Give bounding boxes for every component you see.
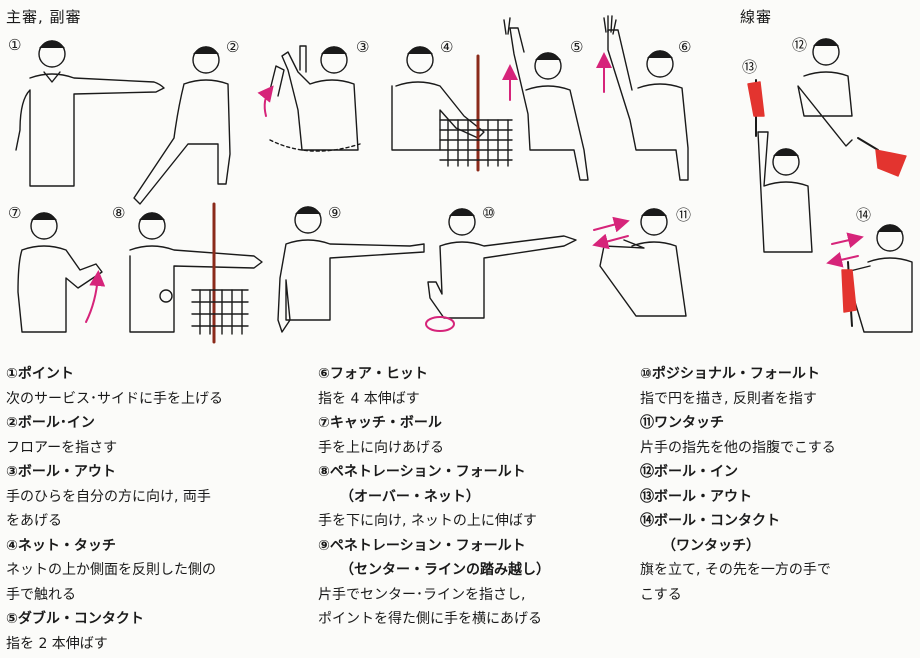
signal-description: フロアーを指さす — [6, 439, 118, 456]
line-judge-title: 線審 — [740, 8, 773, 26]
signal-heading: ⑥フォア・ヒット — [318, 366, 428, 382]
figure-number-5: ⑤ — [570, 38, 584, 56]
figure-number-11: ⑪ — [676, 206, 692, 224]
signal-heading: ⑨ペネトレーション・フォールト — [318, 537, 526, 554]
figure-11-one-touch — [592, 208, 687, 317]
signal-description: 次のサービス･サイドに手を上げる — [6, 390, 223, 407]
figure-2-ball-in — [133, 46, 231, 205]
signal-heading: ④ネット・タッチ — [6, 537, 116, 554]
signal-description: こする — [640, 586, 682, 603]
signal-description: 指を 2 本伸ばす — [6, 635, 108, 652]
signal-description: 指で円を描き, 反則者を指す — [640, 390, 817, 407]
figure-14-line-touch — [826, 224, 913, 333]
figure-4-net-touch — [391, 46, 513, 172]
signal-description: をあげる — [6, 513, 62, 529]
signal-description: 指を 4 本伸ばす — [318, 390, 420, 407]
figure-number-10: ⑩ — [482, 204, 496, 222]
figure-number-6: ⑥ — [678, 38, 692, 56]
description-column-2: ⑥フォア・ヒット指を 4 本伸ばす ⑦キャッチ・ボール手を上に向けあげる ⑧ペネトレ… — [318, 362, 550, 632]
signal-description: 片手の指先を他の指腹でこする — [640, 439, 836, 456]
signal-description: 手のひらを自分の方に向け, 両手 — [6, 488, 211, 505]
signal-heading: ①ポイント — [6, 366, 74, 382]
figure-7-catch — [17, 212, 106, 333]
signal-heading: ⑫ボール・イン — [640, 464, 738, 480]
figure-number-12: ⑫ — [792, 36, 808, 54]
signal-heading: ②ボール･イン — [6, 415, 95, 431]
description-column-3: ⑩ポジショナル・フォールト指で円を描き, 反則者を指す ⑪ワンタッチ片手の指先を他… — [640, 362, 836, 607]
figure-number-1: ① — [8, 36, 22, 54]
signal-description: 旗を立て, その先を一方の手で — [640, 562, 831, 578]
signal-heading: ⑬ボール・アウト — [640, 488, 752, 505]
figure-1-point — [15, 40, 165, 187]
figure-number-7: ⑦ — [8, 204, 22, 222]
figure-6-four-hits — [596, 15, 689, 181]
signal-description: 片手でセンター･ラインを指さし, — [318, 586, 526, 603]
figure-3-ball-out — [257, 45, 361, 152]
figure-number-14: ⑭ — [856, 206, 872, 224]
signal-heading: ⑪ワンタッチ — [640, 415, 724, 431]
signal-description: 手で触れる — [6, 586, 76, 603]
signal-description: （オーバー・ネット） — [340, 488, 480, 505]
main-referee-title: 主審, 副審 — [6, 8, 82, 26]
figure-13-line-ball-out — [747, 79, 813, 253]
signal-description: 手を下に向け, ネットの上に伸ばす — [318, 513, 537, 529]
figure-8-over-net — [129, 202, 263, 344]
description-column-1: ①ポイント次のサービス･サイドに手を上げる ②ボール･インフロアーを指さす ③ボール… — [6, 362, 223, 656]
signal-description: 手を上に向けあげる — [318, 439, 444, 456]
referee-signals-illustration — [15, 15, 913, 344]
figure-number-2: ② — [226, 38, 240, 56]
signal-heading: ⑤ダブル・コンタクト — [6, 611, 144, 627]
signal-description: ポイントを得た側に手を横にあげる — [318, 611, 542, 627]
signal-description: ネットの上か側面を反則した側の — [6, 562, 216, 578]
figure-number-9: ⑨ — [328, 204, 342, 222]
signal-description: （ワンタッチ） — [662, 537, 760, 554]
figure-10-positional-fault — [425, 208, 577, 332]
figure-number-3: ③ — [356, 38, 370, 56]
signal-heading: ⑭ボール・コンタクト — [640, 513, 780, 529]
signal-description: （センター・ラインの踏み越し） — [340, 562, 550, 578]
signal-heading: ⑦キャッチ・ボール — [318, 415, 442, 431]
figure-9-center-line — [277, 206, 425, 333]
signal-heading: ⑩ポジショナル・フォールト — [640, 366, 820, 382]
signal-heading: ⑧ペネトレーション・フォールト — [318, 464, 526, 480]
figure-5-double-contact — [502, 17, 589, 181]
figure-number-13: ⑬ — [742, 58, 758, 76]
figure-number-8: ⑧ — [112, 204, 126, 222]
signal-heading: ③ボール・アウト — [6, 464, 116, 480]
figure-number-4: ④ — [440, 38, 454, 56]
figure-12-line-ball-in — [797, 38, 907, 177]
